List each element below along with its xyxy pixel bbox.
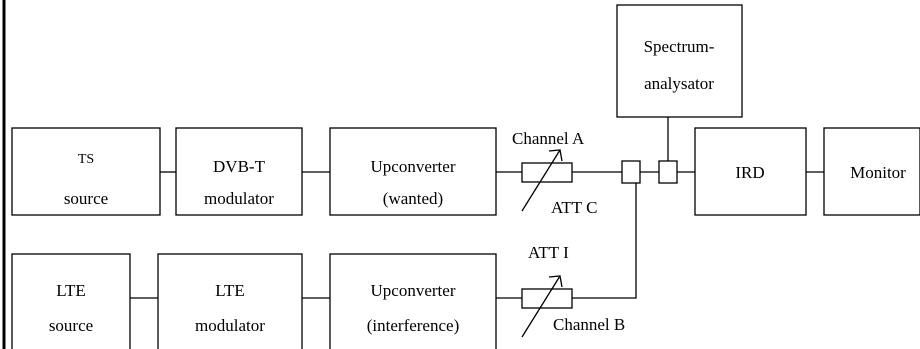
lte-modulator-line1: LTE <box>215 281 245 300</box>
coupler-symbol <box>658 160 678 184</box>
channel-a-label: Channel A <box>512 129 585 148</box>
lte-modulator-block: LTE modulator <box>157 253 303 349</box>
channel-b-label: Channel B <box>553 315 625 334</box>
lte-source-line1: LTE <box>56 281 86 300</box>
dvbt-modulator-line1: DVB-T <box>213 157 266 176</box>
ird-block: IRD <box>694 127 807 216</box>
ts-source-line1: TS <box>78 152 94 167</box>
ts-source-line2: source <box>64 189 108 208</box>
attenuator-c-symbol <box>521 149 573 212</box>
lte-modulator-line2: modulator <box>195 316 265 335</box>
upconverter-wanted-block: Upconverter (wanted) <box>329 127 497 216</box>
lte-source-line2: source <box>49 316 93 335</box>
upconverter-wanted-line2: (wanted) <box>383 189 443 208</box>
spectrum-analysator-line2: analysator <box>644 74 714 93</box>
dvbt-modulator-block: DVB-T modulator <box>175 127 303 216</box>
monitor-block: Monitor <box>823 127 920 216</box>
attenuator-i-symbol <box>521 275 573 338</box>
combiner-symbol <box>621 160 641 184</box>
wire-att-i-to-combiner <box>572 183 637 299</box>
att-i-label: ATT I <box>528 243 569 262</box>
ts-source-block: TS source <box>11 127 161 216</box>
lte-source-block: LTE source <box>11 253 131 349</box>
connection-wires <box>130 117 824 299</box>
dvbt-modulator-line2: modulator <box>204 189 274 208</box>
ird-label: IRD <box>735 163 764 182</box>
att-c-label: ATT C <box>551 198 597 217</box>
upconverter-interference-line2: (interference) <box>367 316 459 335</box>
spectrum-analysator-line1: Spectrum- <box>644 37 715 56</box>
upconverter-interference-block: Upconverter (interference) <box>329 253 497 349</box>
upconverter-interference-line1: Upconverter <box>371 281 456 300</box>
monitor-label: Monitor <box>850 163 906 182</box>
upconverter-wanted-line1: Upconverter <box>371 157 456 176</box>
spectrum-analysator-block: Spectrum- analysator <box>616 4 743 118</box>
